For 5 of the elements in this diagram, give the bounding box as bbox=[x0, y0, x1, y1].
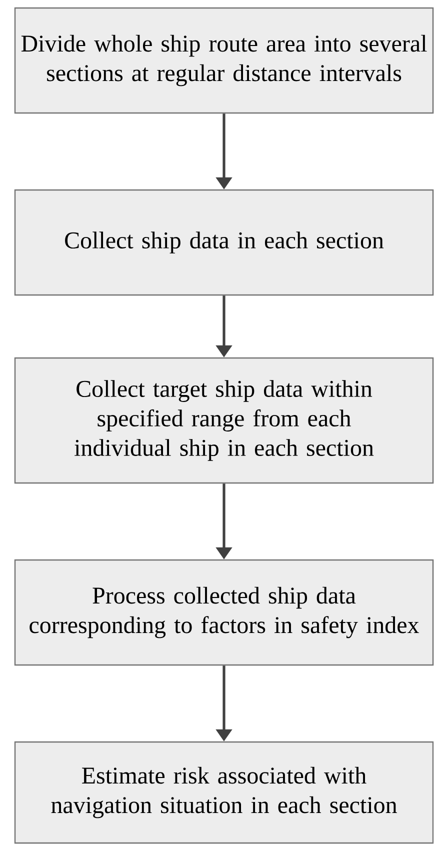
process-box: Divide whole ship route area into several sections at regular distance intervals bbox=[14, 7, 434, 114]
process-box: Collect target ship data within specified range from each individual ship in each section bbox=[14, 357, 434, 484]
process-box: Collect ship data in each section bbox=[14, 189, 434, 296]
process-box: Estimate risk associated with navigation situation in each section bbox=[14, 741, 434, 844]
process-box: Process collected ship data corresponding to factors in safety index bbox=[14, 559, 434, 666]
